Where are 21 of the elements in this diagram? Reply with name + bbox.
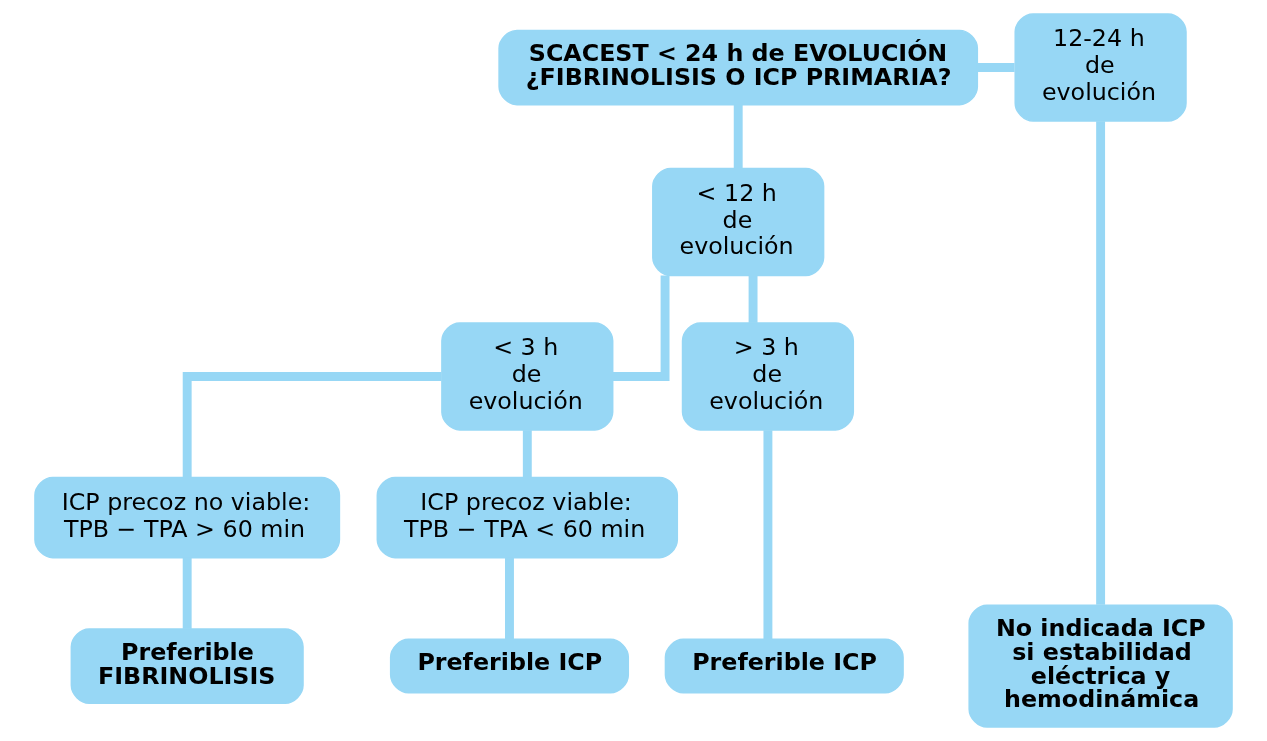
connector [733, 104, 743, 168]
node-box: Preferible FIBRINOLISIS [70, 628, 304, 704]
connector [977, 63, 1015, 72]
node-box: ICP precoz no viable: TPB − TPA > 60 min [34, 476, 341, 559]
connector [505, 557, 514, 639]
connector [522, 430, 532, 478]
connector [763, 430, 773, 640]
connector [182, 372, 442, 478]
node-box: SCACEST < 24 h de EVOLUCIÓN ¿FIBRINOLISIS O ICP PRIMARIA? [498, 29, 979, 106]
node-box: Preferible ICP [664, 638, 904, 694]
node-box: > 3 h de evolución [681, 322, 855, 431]
node-box: Preferible ICP [389, 638, 630, 694]
connector [748, 275, 758, 323]
node-box: < 12 h de evolución [652, 167, 825, 277]
connector [182, 557, 192, 629]
node-box: < 3 h de evolución [441, 322, 614, 431]
connector [613, 275, 670, 381]
connector [1096, 121, 1106, 605]
node-box: ICP precoz viable: TPB − TPA < 60 min [376, 476, 679, 559]
node-box: 12-24 h de evolución [1014, 13, 1187, 122]
node-box: No indicada ICP si estabilidad eléctrica y hemodinámica [968, 604, 1233, 728]
